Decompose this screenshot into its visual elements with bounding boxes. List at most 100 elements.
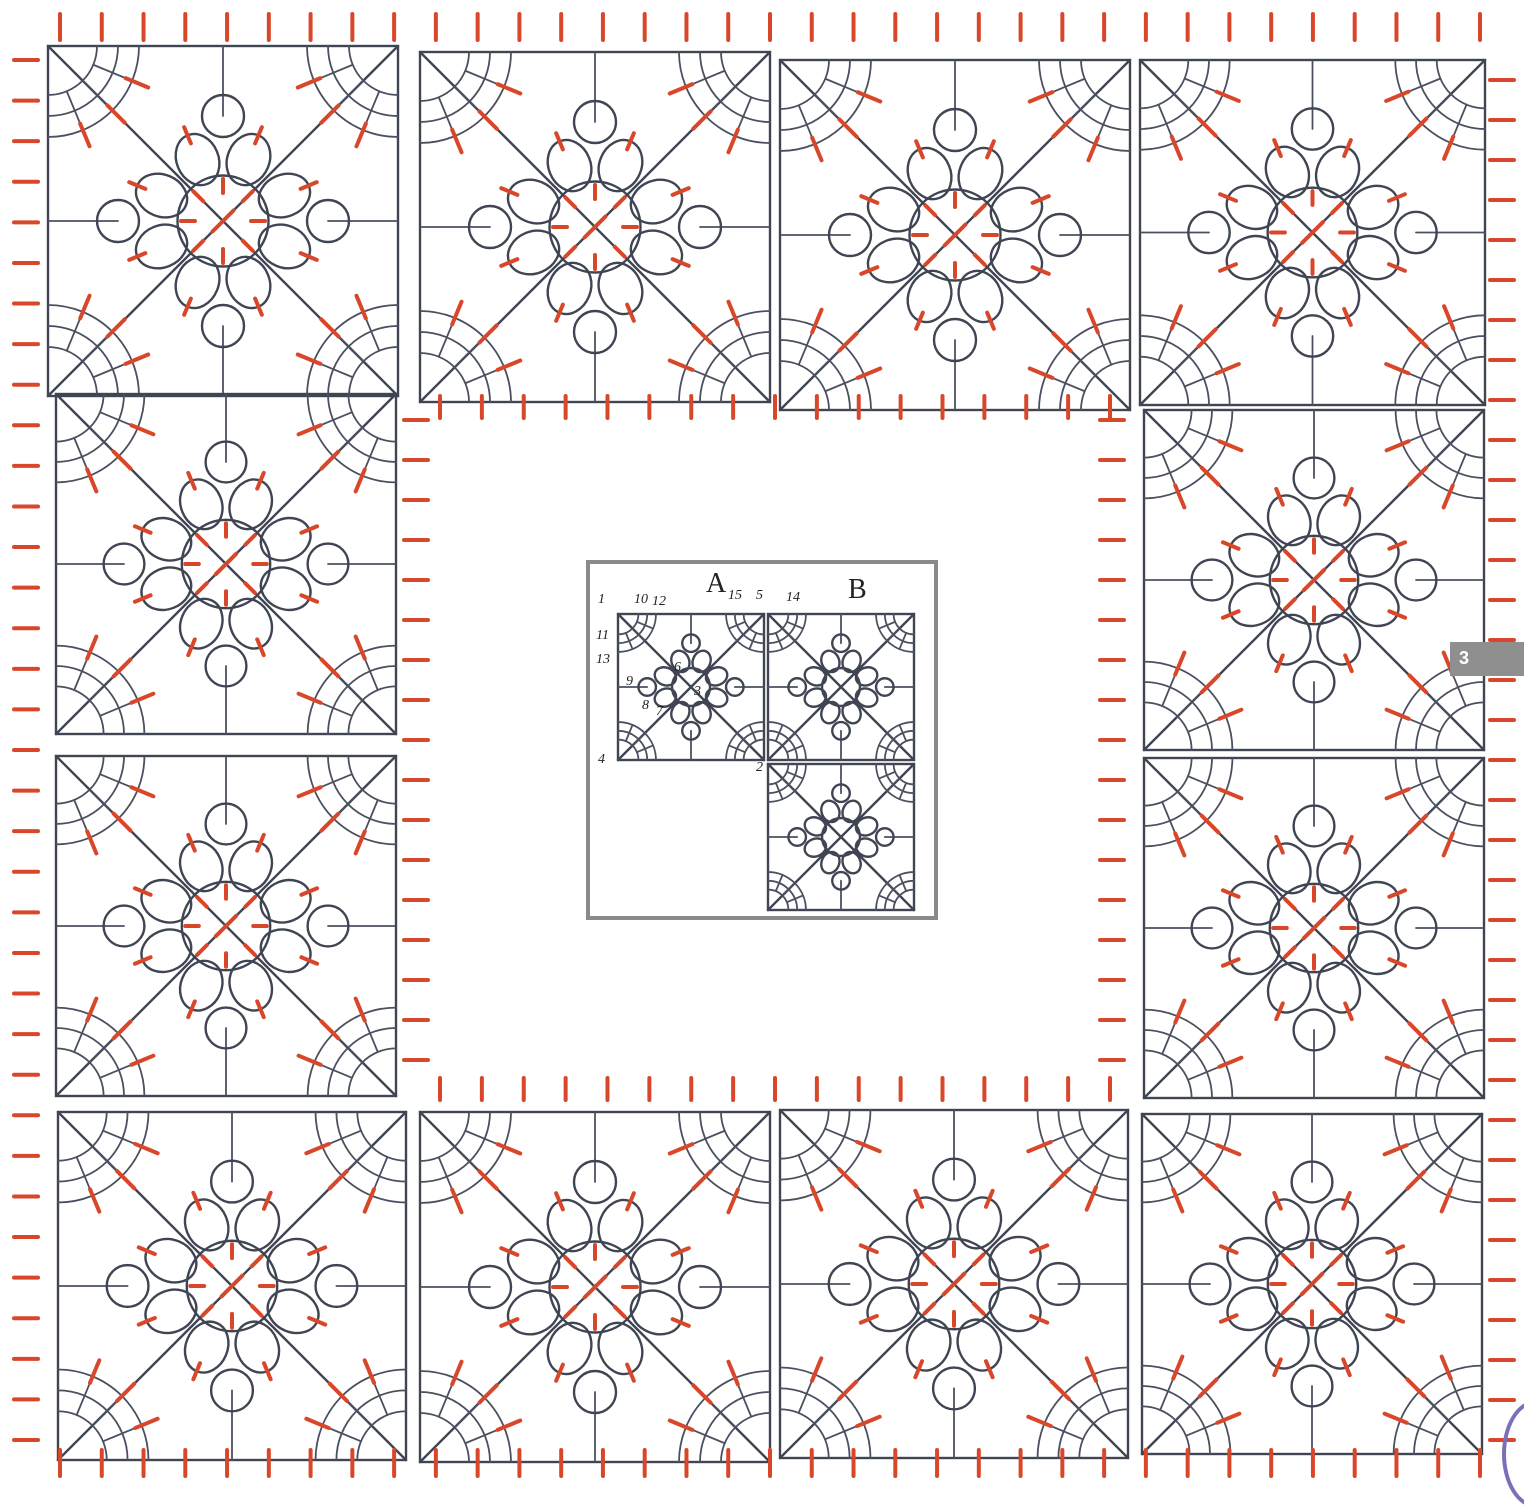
pin-mark: [1409, 329, 1426, 346]
pin-mark: [565, 1307, 575, 1317]
pin-mark: [693, 1171, 710, 1188]
pin-mark: [1409, 816, 1426, 833]
pin-mark: [693, 1385, 710, 1402]
pin-mark: [839, 119, 856, 136]
pin-mark: [114, 814, 131, 831]
pin-mark: [479, 111, 496, 128]
pin-mark: [1333, 899, 1343, 909]
lace-tile: [1144, 410, 1484, 750]
lace-tile: [48, 46, 398, 396]
pin-mark: [975, 255, 985, 265]
pin-mark: [1285, 551, 1295, 561]
pin-mark: [1053, 119, 1070, 136]
pin-mark: [565, 247, 575, 257]
inset-label-a: A: [706, 568, 726, 600]
pin-mark: [245, 897, 255, 907]
assembly-inset: A B 1 10 12 15 5 14 11 13 4 2 9 8 7 6 3: [586, 560, 938, 920]
pin-mark: [114, 1021, 131, 1038]
pin-mark: [245, 945, 255, 955]
pin-mark: [479, 1171, 496, 1188]
pin-mark: [1202, 675, 1219, 692]
pin-mark: [615, 247, 625, 257]
pin-mark: [117, 1384, 134, 1401]
pin-mark: [330, 1384, 347, 1401]
inset-number: 13: [596, 652, 610, 668]
lace-tile: [768, 614, 914, 760]
pin-mark: [321, 1021, 338, 1038]
pin-mark: [1331, 1255, 1341, 1265]
inset-number: 10: [634, 592, 648, 608]
pin-mark: [925, 205, 935, 215]
lace-tile: [1142, 1114, 1482, 1454]
lace-tile: [56, 394, 396, 734]
pin-mark: [924, 1254, 934, 1264]
pin-mark: [615, 197, 625, 207]
pin-mark: [565, 1257, 575, 1267]
inset-label-b: B: [848, 574, 867, 606]
pin-mark: [321, 659, 338, 676]
pin-mark: [321, 105, 338, 122]
pin-mark: [1409, 1023, 1426, 1040]
pin-mark: [1200, 1172, 1217, 1189]
pin-mark: [252, 1256, 262, 1266]
page-number: 3: [1459, 648, 1469, 668]
pin-mark: [839, 1382, 856, 1399]
pin-mark: [1283, 1303, 1293, 1313]
lace-tile: [1140, 60, 1485, 405]
pin-mark: [1285, 599, 1295, 609]
pin-mark: [321, 319, 338, 336]
pin-mark: [1199, 119, 1216, 136]
pin-mark: [1053, 333, 1070, 350]
inset-number: 14: [786, 590, 800, 606]
pin-mark: [693, 111, 710, 128]
pin-mark: [1202, 1023, 1219, 1040]
pin-mark: [1409, 468, 1426, 485]
pin-mark: [1283, 1255, 1293, 1265]
pin-mark: [1407, 1172, 1424, 1189]
pin-mark: [202, 1306, 212, 1316]
pin-mark: [1283, 252, 1293, 262]
pin-mark: [839, 333, 856, 350]
pin-mark: [1202, 468, 1219, 485]
pin-mark: [243, 191, 253, 201]
pin-mark: [693, 325, 710, 342]
pin-mark: [1052, 1169, 1069, 1186]
pin-mark: [615, 1307, 625, 1317]
pin-mark: [974, 1254, 984, 1264]
inset-number: 15: [728, 588, 742, 604]
pin-mark: [1283, 203, 1293, 213]
pin-mark: [839, 1169, 856, 1186]
pin-mark: [1200, 1379, 1217, 1396]
inset-number: 1: [598, 592, 605, 608]
pin-mark: [202, 1256, 212, 1266]
pin-mark: [1199, 329, 1216, 346]
pin-mark: [1333, 947, 1343, 957]
pin-mark: [245, 583, 255, 593]
pin-mark: [479, 325, 496, 342]
pin-mark: [321, 814, 338, 831]
inset-number: 4: [598, 752, 605, 768]
lace-tile: [1144, 758, 1484, 1098]
lace-tile: [618, 614, 764, 760]
inset-number: 5: [756, 588, 763, 604]
inset-number: 11: [596, 628, 609, 644]
pin-mark: [479, 1385, 496, 1402]
pin-mark: [615, 1257, 625, 1267]
pin-mark: [197, 535, 207, 545]
pin-mark: [197, 897, 207, 907]
inset-number: 12: [652, 594, 666, 610]
pin-mark: [252, 1306, 262, 1316]
inset-number: 3: [694, 684, 701, 700]
lace-tile: [420, 52, 770, 402]
lace-tile: [780, 1110, 1128, 1458]
pin-mark: [1285, 947, 1295, 957]
inset-number: 8: [642, 698, 649, 714]
lace-tile: [420, 1112, 770, 1462]
pin-mark: [1409, 675, 1426, 692]
page-number-tab: 3: [1450, 642, 1524, 676]
lace-tile: [768, 764, 914, 910]
pin-mark: [974, 1304, 984, 1314]
pin-mark: [197, 945, 207, 955]
lace-tile: [58, 1112, 406, 1460]
inset-drawing: [590, 564, 934, 916]
